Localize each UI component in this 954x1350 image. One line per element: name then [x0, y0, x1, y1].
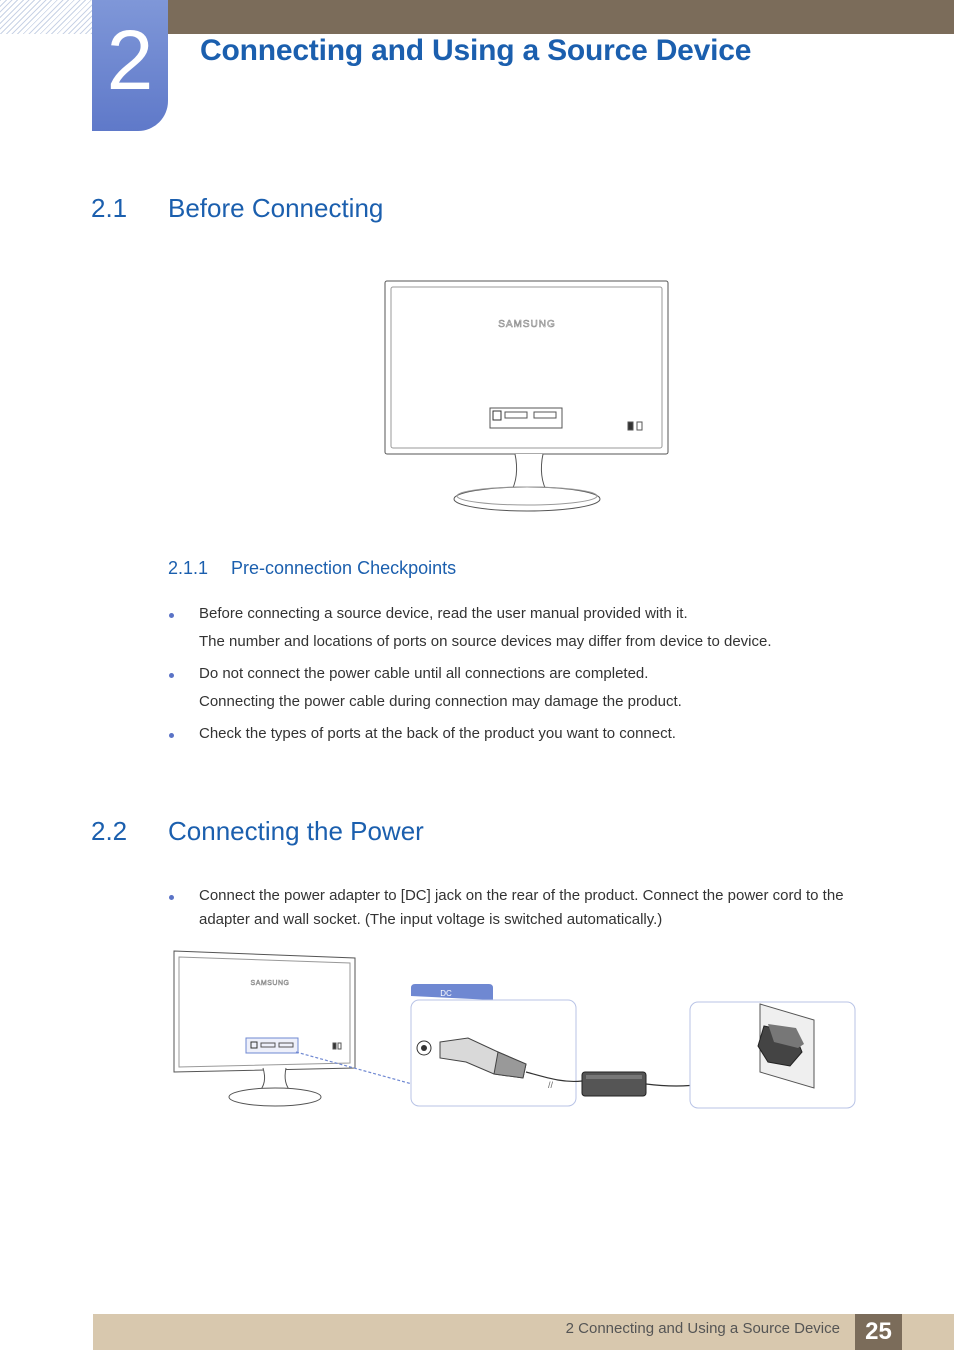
subsection-title: Pre-connection Checkpoints — [231, 558, 457, 578]
list-item-note: Connecting the power cable during connec… — [199, 693, 682, 710]
chapter-number: 2 — [106, 13, 154, 107]
samsung-logo-text: SAMSUNG — [251, 980, 290, 987]
list-item-note: The number and locations of ports on sou… — [199, 633, 772, 650]
header-hatch-decoration — [0, 0, 92, 34]
checkpoint-list: Before connecting a source device, read … — [168, 602, 888, 746]
list-item-text: Do not connect the power cable until all… — [199, 665, 649, 682]
subsection-number: 2.1.1 — [168, 558, 209, 578]
bullet-dot — [169, 673, 174, 678]
section-number: 2.1 — [91, 193, 128, 223]
list-item: Connect the power adapter to [DC] jack o… — [168, 884, 888, 932]
list-item: Before connecting a source device, read … — [168, 602, 888, 654]
footer-bar — [93, 1314, 954, 1350]
header-bar — [168, 0, 954, 34]
bullet-dot — [169, 613, 174, 618]
power-connection-illustration: SAMSUNG DC // // — [173, 950, 856, 1109]
monitor-back-illustration: SAMSUNG — [384, 280, 669, 512]
chapter-title: Connecting and Using a Source Device — [200, 34, 752, 67]
list-item-text: Connect the power adapter to [DC] jack o… — [199, 887, 844, 928]
section-number: 2.2 — [91, 816, 128, 846]
power-instruction-list: Connect the power adapter to [DC] jack o… — [168, 884, 888, 932]
samsung-logo-text: SAMSUNG — [498, 319, 556, 330]
list-item: Check the types of ports at the back of … — [168, 722, 888, 746]
list-item-text: Before connecting a source device, read … — [199, 605, 688, 622]
section-title: Before Connecting — [168, 193, 384, 223]
list-item: Do not connect the power cable until all… — [168, 662, 888, 714]
section-title: Connecting the Power — [168, 816, 424, 846]
list-item-text: Check the types of ports at the back of … — [199, 725, 676, 742]
page-number: 25 — [855, 1314, 902, 1350]
subsection-heading-pre-connection: 2.1.1 Pre-connection Checkpoints — [168, 558, 456, 579]
bullet-dot — [169, 733, 174, 738]
chapter-number-tab: 2 — [92, 0, 168, 131]
svg-text://: // — [548, 1080, 554, 1090]
dc-port-label: DC — [440, 989, 452, 998]
footer-chapter-title: 2 Connecting and Using a Source Device — [565, 1320, 840, 1337]
bullet-dot — [169, 895, 174, 900]
